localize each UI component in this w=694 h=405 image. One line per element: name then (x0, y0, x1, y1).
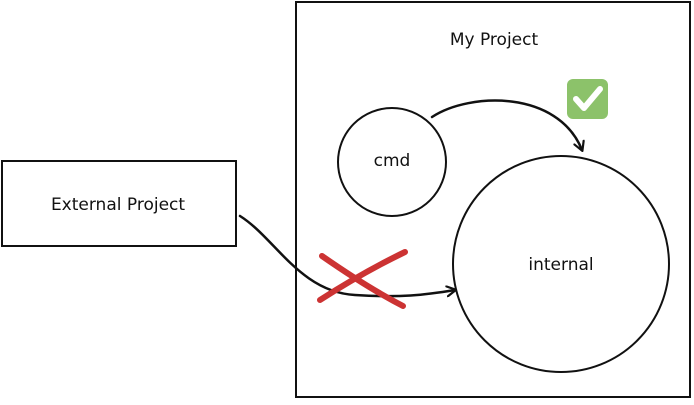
project-boundary (295, 1, 691, 398)
internal-label: internal (528, 255, 593, 275)
project-title: My Project (450, 30, 539, 50)
external-project-box[interactable] (1, 160, 237, 247)
edge-external-to-internal (238, 214, 455, 298)
internal-node[interactable] (452, 155, 670, 373)
cmd-label: cmd (374, 151, 411, 171)
check-icon (567, 79, 608, 119)
cross-icon (317, 249, 408, 309)
cmd-node[interactable] (337, 107, 447, 217)
edge-cmd-to-internal (430, 99, 582, 150)
external-project-label: External Project (51, 195, 185, 215)
